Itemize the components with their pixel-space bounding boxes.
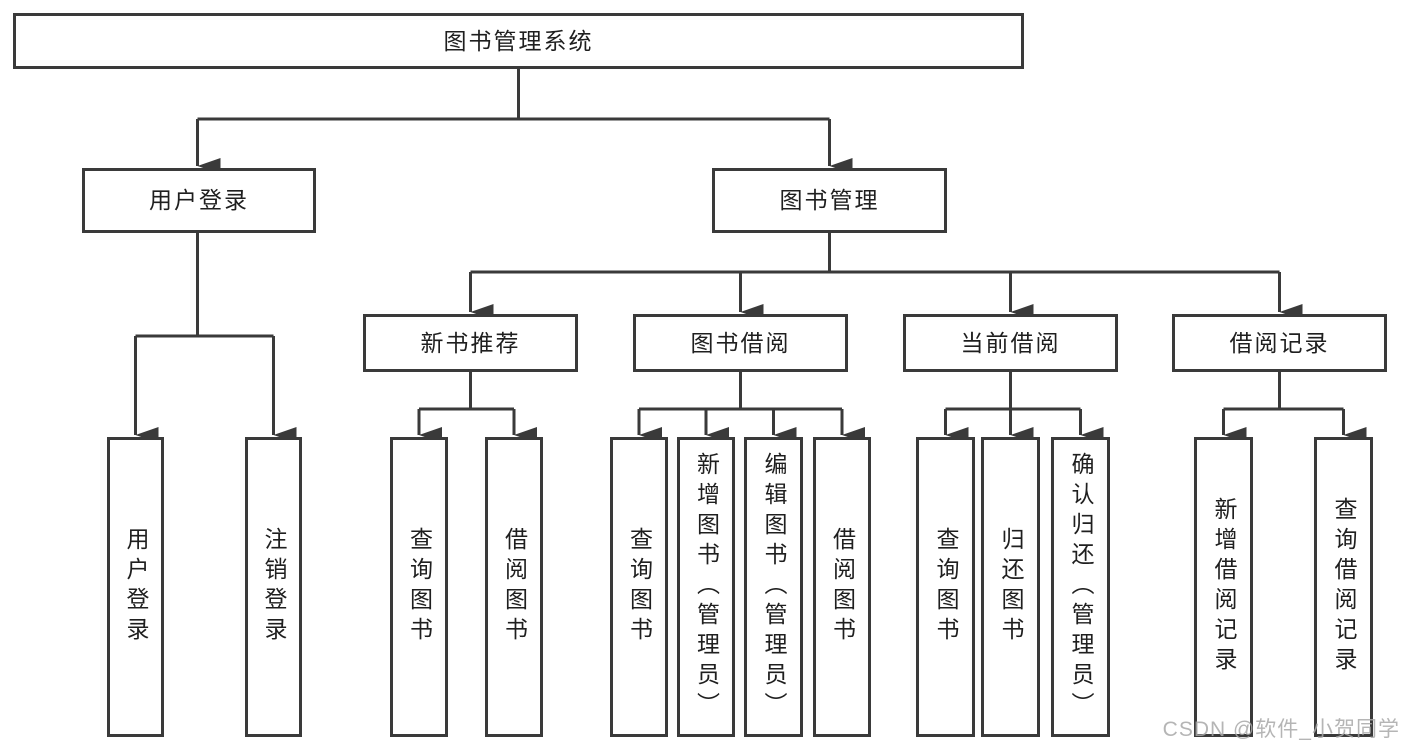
node-label: 用户登录 (149, 187, 249, 213)
diagram-node-root: 图书管理系统 (13, 13, 1024, 69)
node-label: 用户登录 (123, 527, 149, 647)
diagram-node-user-login: 用户登录 (82, 168, 316, 233)
node-label: 借阅图书 (501, 527, 528, 647)
node-label: 确认归还（管理员） (1068, 452, 1094, 722)
diagram-node-book-management: 图书管理 (712, 168, 947, 233)
csdn-watermark: CSDN @软件_小贺同学 (1162, 718, 1400, 741)
diagram-node-borrow-book-2: 借阅图书 (813, 437, 871, 737)
node-label: 归还图书 (998, 527, 1024, 647)
node-label: 新增借阅记录 (1211, 497, 1237, 677)
node-label: 当前借阅 (960, 329, 1061, 356)
diagram-node-logout-leaf: 注销登录 (245, 437, 302, 737)
node-label: 图书借阅 (690, 329, 791, 356)
diagram-node-new-book-recommend: 新书推荐 (363, 314, 578, 372)
diagram-node-book-borrow: 图书借阅 (633, 314, 848, 372)
diagram-node-borrow-book-1: 借阅图书 (485, 437, 543, 737)
diagram-node-query-borrow-record: 查询借阅记录 (1314, 437, 1373, 737)
node-label: 图书管理 (779, 187, 880, 213)
node-label: 查询图书 (933, 527, 959, 647)
diagram-node-user-login-leaf: 用户登录 (107, 437, 164, 737)
diagram-node-return-book: 归还图书 (981, 437, 1040, 737)
node-label: 新增图书（管理员） (693, 452, 720, 722)
diagram-node-edit-book-admin: 编辑图书（管理员） (744, 437, 803, 737)
node-label: 新书推荐 (420, 329, 521, 356)
diagram-node-query-book-3: 查询图书 (916, 437, 975, 737)
node-label: 借阅图书 (829, 527, 856, 647)
diagram-node-current-borrow: 当前借阅 (903, 314, 1118, 372)
diagram-node-confirm-return-admin: 确认归还（管理员） (1051, 437, 1110, 737)
node-label: 查询图书 (406, 527, 433, 647)
diagram-node-add-borrow-record: 新增借阅记录 (1194, 437, 1253, 737)
diagram-node-borrow-record: 借阅记录 (1172, 314, 1387, 372)
node-label: 编辑图书（管理员） (761, 452, 787, 722)
diagram-node-query-book-1: 查询图书 (390, 437, 448, 737)
diagram-node-query-book-2: 查询图书 (610, 437, 668, 737)
node-label: 查询借阅记录 (1331, 497, 1357, 677)
node-label: 查询图书 (626, 527, 653, 647)
node-label: 注销登录 (261, 527, 287, 647)
node-label: 借阅记录 (1229, 329, 1330, 356)
node-label: 图书管理系统 (443, 27, 594, 54)
diagram-node-add-book-admin: 新增图书（管理员） (677, 437, 735, 737)
